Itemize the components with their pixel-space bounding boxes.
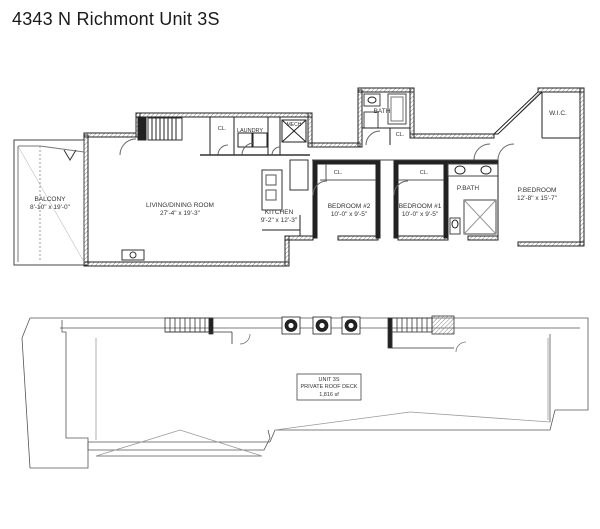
pbedroom-name: P.BEDROOM bbox=[518, 187, 557, 194]
stair-roof-left bbox=[164, 317, 251, 345]
bedroom1-dims: 10'-0" x 9'-5" bbox=[402, 211, 439, 218]
kitchen-fixtures bbox=[261, 159, 309, 236]
hvac-units bbox=[281, 316, 361, 335]
pbedroom-dims: 12'-8" x 15'-7" bbox=[517, 195, 558, 202]
pbath-fixtures bbox=[447, 159, 499, 240]
balcony-name: BALCONY bbox=[34, 196, 66, 203]
roof-deck-area: 1,816 sf bbox=[319, 392, 339, 398]
bedroom2-walls bbox=[312, 159, 381, 239]
laundry-name: LAUNDRY bbox=[237, 128, 264, 134]
balcony-area bbox=[13, 139, 85, 266]
roof-deck-plan bbox=[21, 315, 589, 469]
roof-deck-title: PRIVATE ROOF DECK bbox=[301, 384, 358, 390]
utility-row bbox=[200, 117, 310, 156]
living-dims: 27'-4" x 19'-3" bbox=[160, 210, 201, 217]
exterior-walls bbox=[83, 87, 585, 267]
roof-deck-label-box bbox=[296, 373, 362, 401]
listing-title: 4343 N Richmont Unit 3S bbox=[12, 9, 220, 29]
wic-name: W.I.C. bbox=[549, 110, 567, 117]
closet-label-1: CL. bbox=[218, 126, 227, 132]
balcony-dims: 8'-10" x 19'-0" bbox=[30, 204, 71, 211]
closet-label-4: CL. bbox=[396, 132, 405, 138]
bath-fixtures bbox=[362, 93, 410, 146]
bedroom1-name: BEDROOM #1 bbox=[399, 203, 442, 210]
roof-deck-labels: UNIT 3S PRIVATE ROOF DECK 1,816 sf bbox=[301, 377, 358, 398]
closet-label-3: CL. bbox=[420, 170, 429, 176]
unit-floor-plan bbox=[13, 87, 585, 267]
stair-roof-right bbox=[387, 315, 467, 353]
bath-name: BATH bbox=[374, 108, 391, 115]
roof-deck-unit: UNIT 3S bbox=[319, 377, 340, 383]
wic-walls bbox=[473, 92, 580, 161]
bedroom2-dims: 10'-0" x 9'-5" bbox=[331, 211, 368, 218]
kitchen-dims: 9'-2" x 12'-3" bbox=[261, 217, 298, 224]
pbath-name: P.BATH bbox=[457, 185, 479, 192]
room-labels: BALCONY 8'-10" x 19'-0" LIVING/DINING RO… bbox=[30, 108, 567, 224]
living-name: LIVING/DINING ROOM bbox=[146, 202, 214, 209]
stair-upper bbox=[137, 117, 183, 141]
bedroom1-walls bbox=[393, 159, 449, 239]
entry-door-swing bbox=[119, 138, 137, 156]
fireplace bbox=[121, 249, 145, 261]
kitchen-name: KITCHEN bbox=[265, 209, 294, 216]
bedroom2-name: BEDROOM #2 bbox=[328, 203, 371, 210]
mech-name: MECH bbox=[287, 122, 302, 128]
closet-label-2: CL. bbox=[334, 170, 343, 176]
